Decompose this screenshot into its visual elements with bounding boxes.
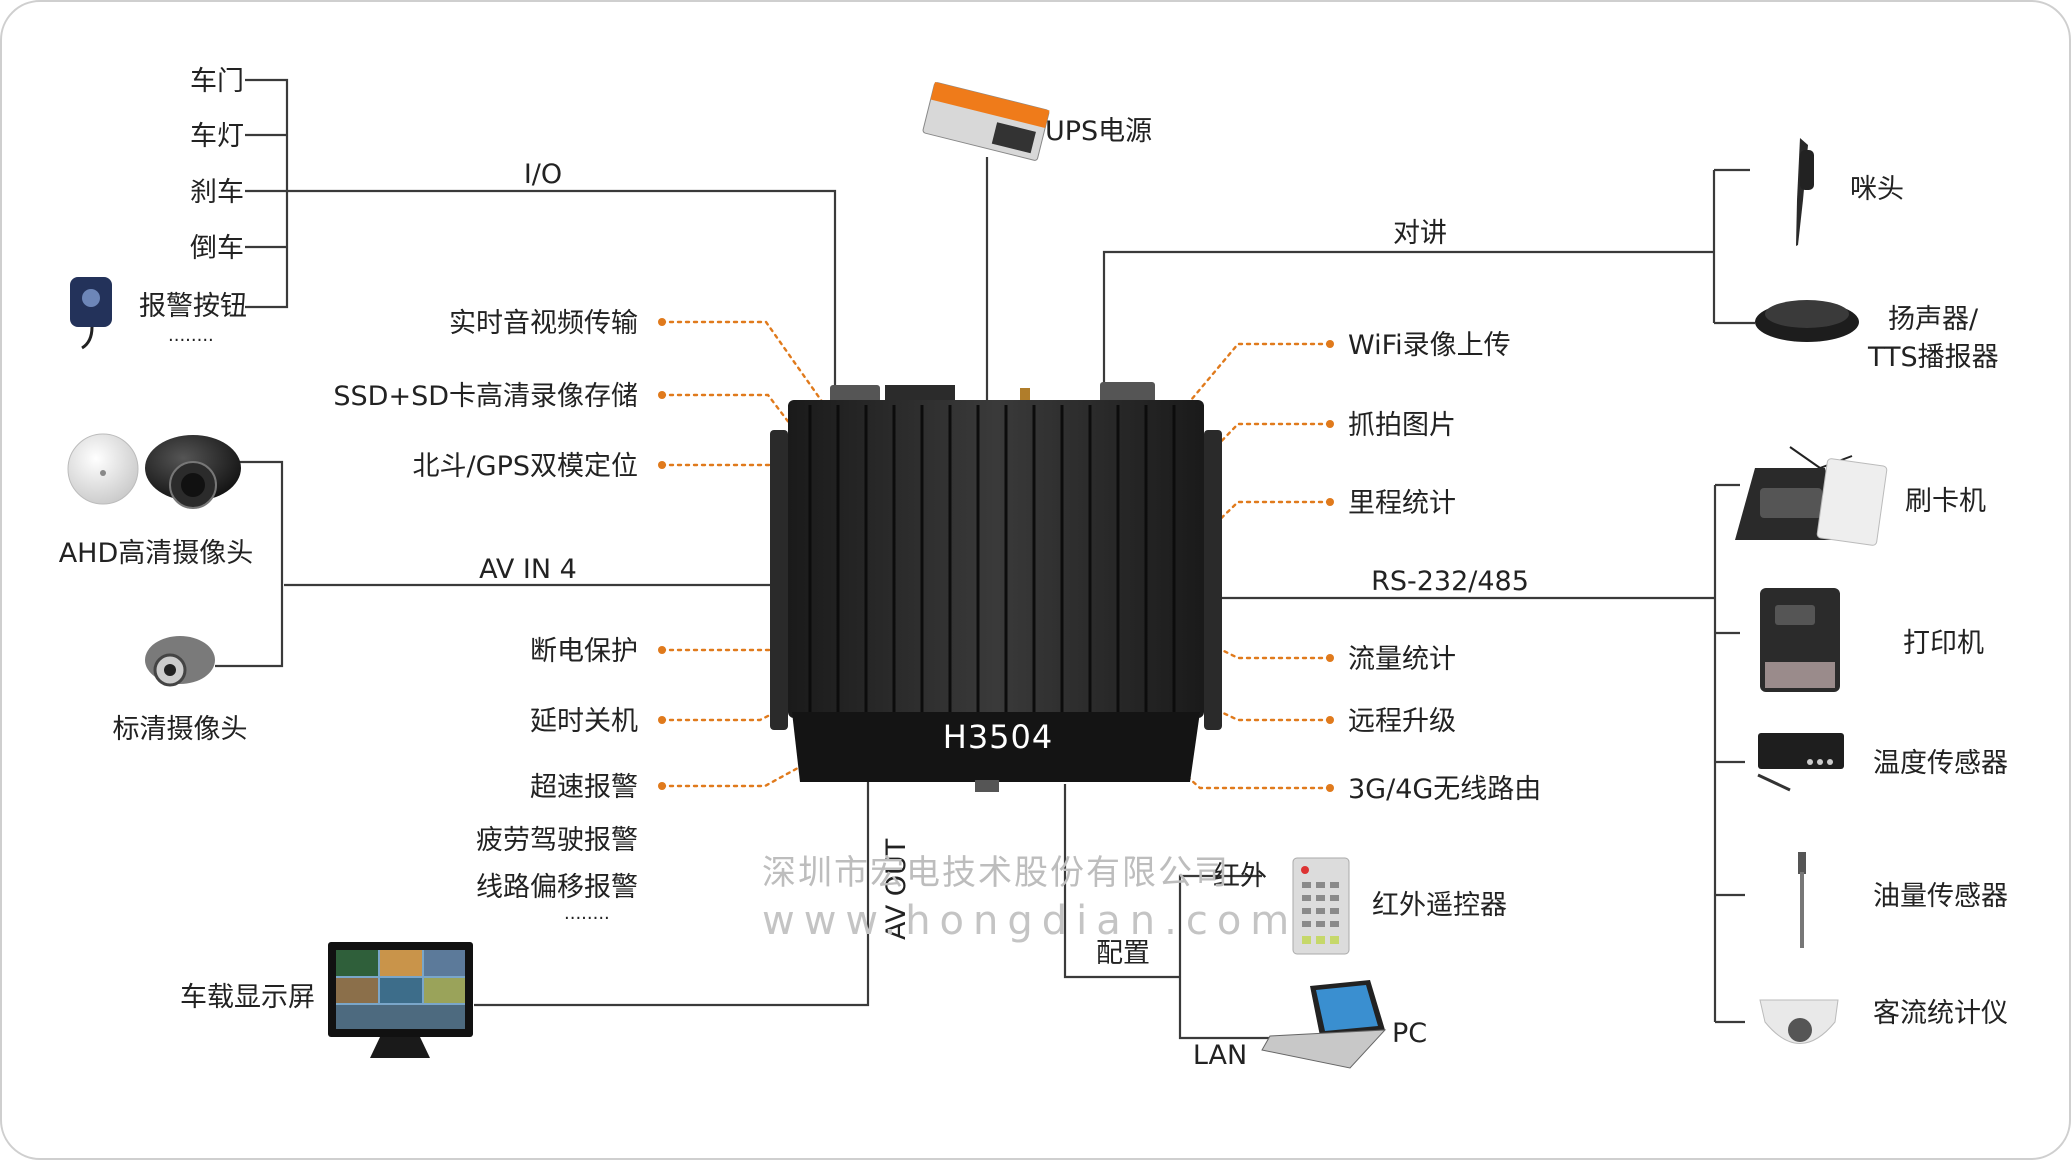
ahd-camera-label: AHD高清摄像头 — [59, 538, 254, 569]
device-model-label: H3504 — [943, 718, 1054, 756]
feature-mileage: 里程统计 — [1348, 488, 1456, 519]
laptop-pc-icon — [1261, 980, 1387, 1069]
microphone-icon — [1796, 138, 1814, 246]
config-label: 配置 — [1096, 938, 1150, 969]
feature-more: ········ — [564, 908, 610, 929]
feature-delay-shutdown: 延时关机 — [530, 706, 638, 737]
io-input-brake: 刹车 — [190, 177, 244, 208]
io-input-lights: 车灯 — [190, 121, 244, 152]
feature-wifi-upload: WiFi录像上传 — [1348, 330, 1511, 361]
card-reader-label: 刷卡机 — [1905, 486, 1986, 517]
feature-remote-upgrade: 远程升级 — [1348, 706, 1456, 737]
passenger-counter-icon — [1759, 999, 1839, 1044]
printer-icon — [1760, 588, 1840, 692]
oil-sensor-icon — [1798, 852, 1806, 948]
feature-gps-positioning: 北斗/GPS双模定位 — [413, 451, 638, 482]
monitor-label: 车载显示屏 — [180, 982, 315, 1013]
serial-bus-label: RS-232/485 — [1371, 566, 1529, 597]
ups-power-icon — [922, 82, 1050, 161]
tts-label: TTS播报器 — [1867, 342, 1999, 373]
pc-label: PC — [1392, 1018, 1427, 1049]
feature-snapshot: 抓拍图片 — [1348, 410, 1456, 441]
feature-speed-alarm: 超速报警 — [530, 772, 638, 803]
watermark-company: 深圳市宏电技术股份有限公司 — [762, 853, 1230, 893]
card-reader-icon — [1735, 446, 1888, 546]
temperature-sensor-icon — [1757, 733, 1844, 792]
microphone-label: 咪头 — [1850, 174, 1904, 205]
passenger-counter-label: 客流统计仪 — [1873, 998, 2008, 1029]
feature-route-deviation: 线路偏移报警 — [476, 872, 638, 903]
feature-wireless-router: 3G/4G无线路由 — [1348, 774, 1541, 805]
infrared-remote-icon — [1292, 857, 1350, 955]
av-out-label: AV OUT — [881, 838, 912, 940]
ups-label: UPS电源 — [1045, 116, 1152, 147]
alarm-button-icon — [70, 277, 112, 350]
standard-camera-icon — [145, 636, 215, 687]
temperature-sensor-label: 温度传感器 — [1873, 748, 2008, 779]
io-more: ········ — [168, 330, 214, 351]
intercom-label: 对讲 — [1393, 218, 1447, 249]
vehicle-monitor-icon — [328, 942, 473, 1058]
sd-camera-label: 标清摄像头 — [113, 714, 248, 745]
speaker-label: 扬声器/ — [1888, 304, 1979, 335]
remote-label: 红外遥控器 — [1372, 890, 1507, 921]
white-dome-camera-icon — [67, 433, 139, 505]
black-dome-camera-icon — [145, 435, 241, 509]
io-input-reverse: 倒车 — [190, 233, 244, 264]
feature-realtime-av: 实时音视频传输 — [449, 308, 638, 339]
io-input-alarm-button: 报警按钮 — [139, 291, 247, 322]
io-bus-label: I/O — [524, 159, 562, 190]
watermark-url: www.hongdian.com — [762, 898, 1298, 944]
infrared-label: 红外 — [1213, 861, 1267, 892]
oil-sensor-label: 油量传感器 — [1873, 881, 2008, 912]
feature-ssd-storage: SSD+SD卡高清录像存储 — [333, 381, 638, 412]
feature-traffic: 流量统计 — [1348, 644, 1456, 675]
feature-fatigue-alarm: 疲劳驾驶报警 — [476, 825, 638, 856]
av-in-label: AV IN 4 — [479, 554, 577, 585]
dvr-device — [770, 382, 1222, 792]
lan-label: LAN — [1193, 1040, 1247, 1071]
printer-label: 打印机 — [1903, 628, 1984, 659]
speaker-icon — [1755, 300, 1859, 342]
io-input-door: 车门 — [190, 66, 244, 97]
feature-power-protection: 断电保护 — [530, 636, 638, 667]
connection-lines — [215, 78, 1755, 1040]
